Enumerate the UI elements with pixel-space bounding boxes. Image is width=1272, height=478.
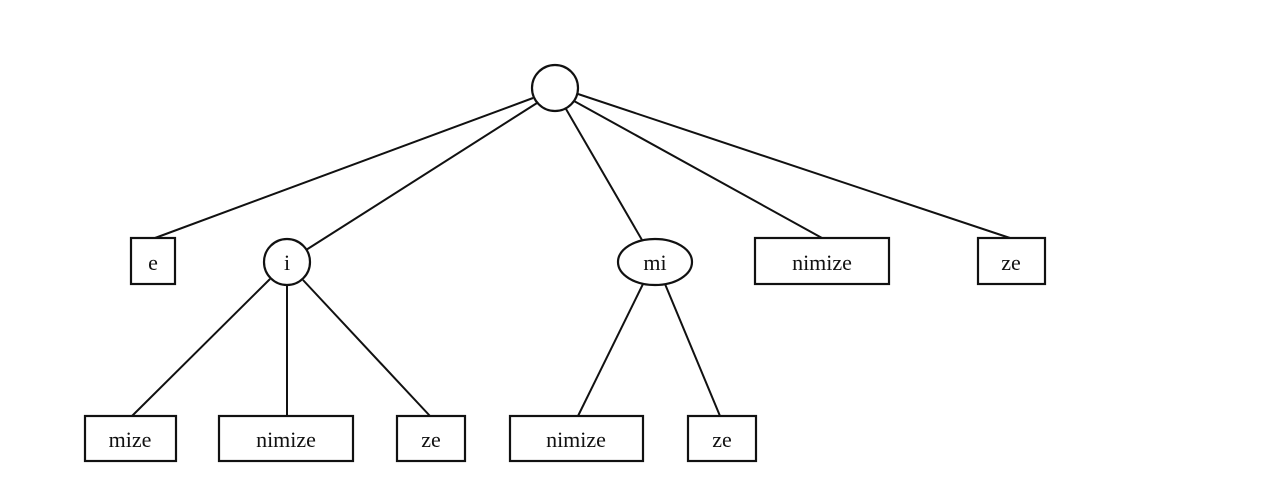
root-node	[530, 63, 580, 113]
svg-text:nimize: nimize	[256, 427, 316, 452]
svg-text:i: i	[284, 250, 290, 275]
node-mi: mi	[616, 237, 694, 287]
node-i-nimize: nimize	[217, 414, 355, 463]
svg-text:ze: ze	[712, 427, 732, 452]
tree-edges	[131, 93, 1011, 417]
node-i-ze: ze	[395, 414, 467, 463]
node-e: e	[129, 236, 177, 286]
edge-i-ze	[302, 279, 431, 417]
edge-root-nimize	[573, 100, 823, 239]
svg-text:ze: ze	[1001, 250, 1021, 275]
node-ze: ze	[976, 236, 1047, 286]
svg-text:e: e	[148, 250, 158, 275]
node-mi-nimize: nimize	[508, 414, 645, 463]
node-mi-ze: ze	[686, 414, 758, 463]
node-nimize: nimize	[753, 236, 891, 286]
edge-i-mize	[131, 278, 271, 417]
svg-text:nimize: nimize	[792, 250, 852, 275]
svg-text:nimize: nimize	[546, 427, 606, 452]
edge-root-i	[305, 102, 538, 251]
svg-text:mi: mi	[643, 250, 666, 275]
edge-mi-nimize	[577, 283, 644, 417]
svg-text:ze: ze	[421, 427, 441, 452]
edge-mi-ze	[664, 283, 721, 417]
svg-text:mize: mize	[109, 427, 152, 452]
node-i: i	[262, 237, 312, 287]
edge-root-mi	[565, 108, 643, 241]
node-i-mize: mize	[83, 414, 178, 463]
edge-root-ze	[577, 93, 1011, 239]
edge-root-e	[154, 97, 534, 239]
